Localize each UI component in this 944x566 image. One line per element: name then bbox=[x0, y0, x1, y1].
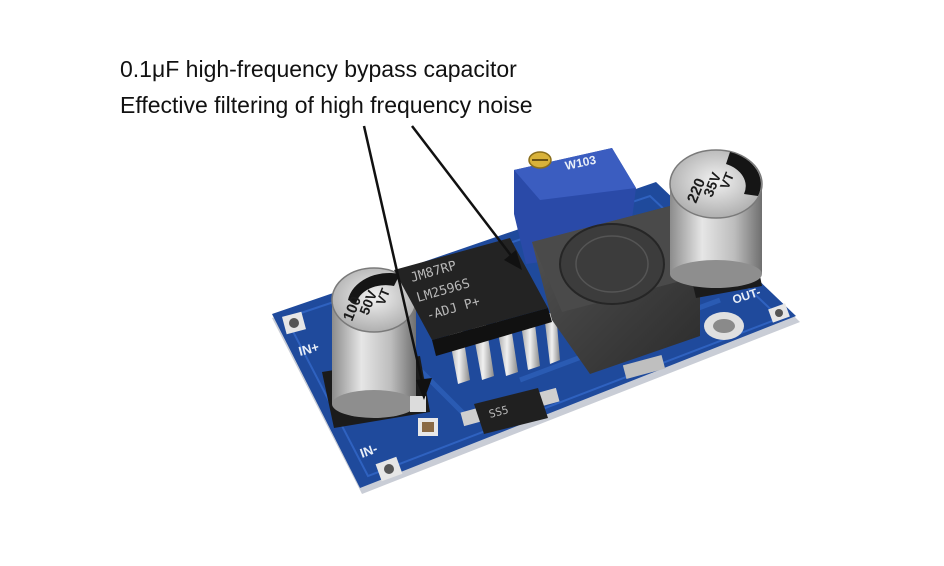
diode-marking: SS5 bbox=[487, 403, 510, 421]
annotation-line-2: Effective filtering of high frequency no… bbox=[120, 92, 533, 118]
mounting-hole bbox=[375, 456, 403, 482]
bypass-capacitor bbox=[410, 396, 438, 436]
mounting-hole bbox=[704, 312, 744, 340]
annotation-line-1: 0.1μF high-frequency bypass capacitor bbox=[120, 56, 517, 82]
label-in-plus: IN+ bbox=[297, 339, 321, 359]
output-capacitor: 220 35V VT bbox=[669, 149, 763, 298]
label-in-minus: IN- bbox=[358, 441, 379, 461]
output-cap-series: VT bbox=[717, 170, 737, 191]
annotation-arrow bbox=[362, 125, 432, 400]
annotation-arrow bbox=[411, 125, 522, 270]
mounting-hole bbox=[768, 303, 790, 323]
input-cap-series: VT bbox=[373, 286, 393, 307]
mounting-hole bbox=[282, 311, 306, 335]
regulator-chip: JM87RP LM2596S -ADJ P+ bbox=[394, 238, 560, 384]
inductor bbox=[532, 206, 700, 379]
schottky-diode: SS5 bbox=[460, 387, 560, 434]
pot-value: W103 bbox=[564, 153, 598, 173]
